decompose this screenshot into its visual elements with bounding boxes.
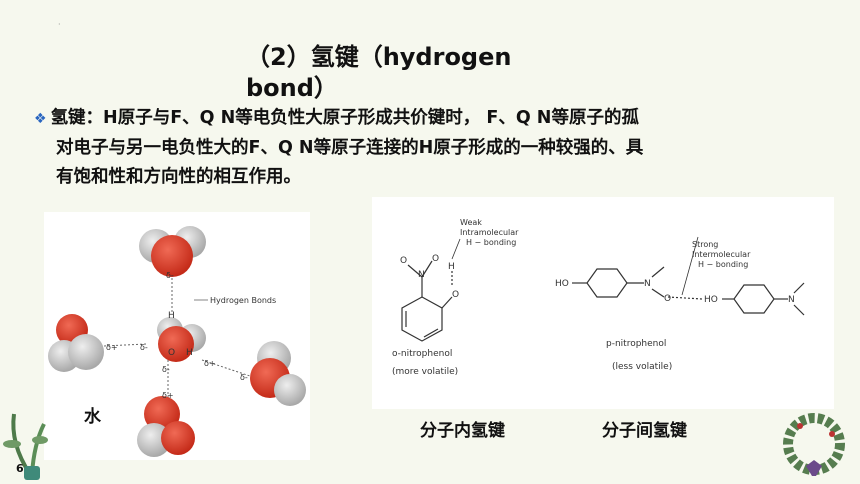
atom-o-ortho-2: O <box>432 254 439 264</box>
p-nitrophenol-ring-2 <box>733 284 775 314</box>
ho-left-label: HO <box>555 279 569 289</box>
inter-note-1: Strong <box>692 240 718 249</box>
delta-plus-right: δ+ <box>204 359 216 368</box>
hydrogen-bond-definition: ❖氢键：H原子与F、Q N等电负性大原子形成共价键时， F、Q N等原子的孤 对… <box>34 104 834 192</box>
atom-h-top: H <box>168 311 175 321</box>
wreath-decoration-icon <box>783 413 845 476</box>
nitrophenol-image: Weak Intramolecular H − bonding Strong I… <box>372 197 834 409</box>
atom-o-ortho-1: O <box>400 256 407 266</box>
p-nitrophenol-volatility: (less volatile) <box>612 362 672 372</box>
atom-h-ortho: H <box>448 262 455 272</box>
nitrophenol-diagram-svg: Weak Intramolecular H − bonding Strong I… <box>392 218 805 377</box>
plant-decoration-icon <box>3 413 48 480</box>
inter-note-3: H − bonding <box>698 260 748 269</box>
water-hydrogen-bond-image: Hydrogen Bonds H O H δ- δ+ δ- δ+ δ- δ- δ… <box>44 212 310 460</box>
p-nitrophenol-ring <box>586 268 628 298</box>
delta-minus-left: δ- <box>140 343 148 352</box>
definition-text-1: 氢键：H原子与F、Q N等电负性大原子形成共价键时， F、Q N等原子的孤 <box>50 108 639 128</box>
intra-note-1: Weak <box>460 218 482 227</box>
ho-mid-label: HO <box>704 295 718 305</box>
atom-h-right: H <box>186 348 193 358</box>
intermolecular-caption: 分子间氢键 <box>602 421 687 441</box>
atom-o-ortho-3: O <box>452 290 459 300</box>
right-water-molecule <box>250 341 306 406</box>
o-nitrophenol-ring <box>401 296 443 342</box>
definition-line-2: 对电子与另一电负性大的F、Q N等原子连接的H原子形成的一种较强的、具 <box>56 138 644 158</box>
atom-o-para: O <box>664 294 671 304</box>
slide-title: （2）氢键（hydrogen bond） <box>246 43 512 102</box>
center-water-molecule <box>157 317 206 362</box>
atom-n-ortho: N <box>418 270 425 280</box>
decorative-dot: · <box>58 20 61 29</box>
delta-plus-left: δ+ <box>106 343 118 352</box>
water-diagram-svg: Hydrogen Bonds H O H δ- δ+ δ- δ+ δ- δ- δ… <box>48 226 306 457</box>
definition-line-3: 有饱和性和方向性的相互作用。 <box>56 167 301 187</box>
delta-minus-top: δ- <box>166 271 174 280</box>
o-nitrophenol-name: o-nitrophenol <box>392 349 452 359</box>
o-nitrophenol-volatility: (more volatile) <box>392 367 458 377</box>
water-caption: 水 <box>84 407 101 427</box>
intramolecular-caption: 分子内氢键 <box>420 421 505 441</box>
intra-note-2: Intramolecular <box>460 228 519 237</box>
page-number: 6 <box>16 462 24 475</box>
definition-line-1: ❖氢键：H原子与F、Q N等电负性大原子形成共价键时， F、Q N等原子的孤 <box>34 104 834 134</box>
left-water-molecule <box>48 314 104 372</box>
atom-o-center: O <box>168 348 175 358</box>
diamond-bullet-icon: ❖ <box>34 111 47 127</box>
bottom-water-molecule <box>137 396 195 457</box>
top-water-molecule <box>139 226 206 277</box>
p-nitrophenol-name: p-nitrophenol <box>606 339 666 349</box>
intra-note-3: H − bonding <box>466 238 516 247</box>
hydrogen-bonds-label: Hydrogen Bonds <box>210 296 276 305</box>
delta-plus-bottom: δ+ <box>162 391 174 400</box>
inter-note-2: Intermolecular <box>692 250 751 259</box>
atom-n-para-2: N <box>788 295 795 305</box>
atom-n-para: N <box>644 279 651 289</box>
delta-minus-bottom: δ- <box>162 365 170 374</box>
delta-minus-right: δ- <box>240 373 248 382</box>
